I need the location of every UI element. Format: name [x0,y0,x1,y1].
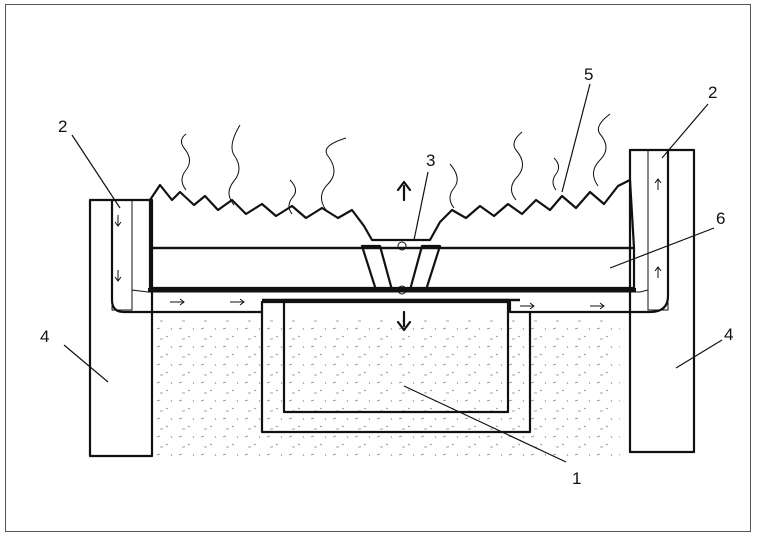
label-6: 6 [716,209,725,228]
label-1: 1 [572,469,581,488]
label-2-left: 2 [58,117,67,136]
label-4-right: 4 [724,325,733,344]
coal-bed [150,180,634,248]
label-3: 3 [426,151,435,170]
right-chimney-post [630,150,694,452]
left-chimney-post [90,200,152,456]
label-2-right: 2 [708,83,717,102]
wood-layer [148,248,636,290]
label-5: 5 [584,65,593,84]
ground-soil [150,320,620,460]
smoke-wisps [181,114,610,214]
central-vent [362,182,440,330]
label-4-left: 4 [40,327,49,346]
